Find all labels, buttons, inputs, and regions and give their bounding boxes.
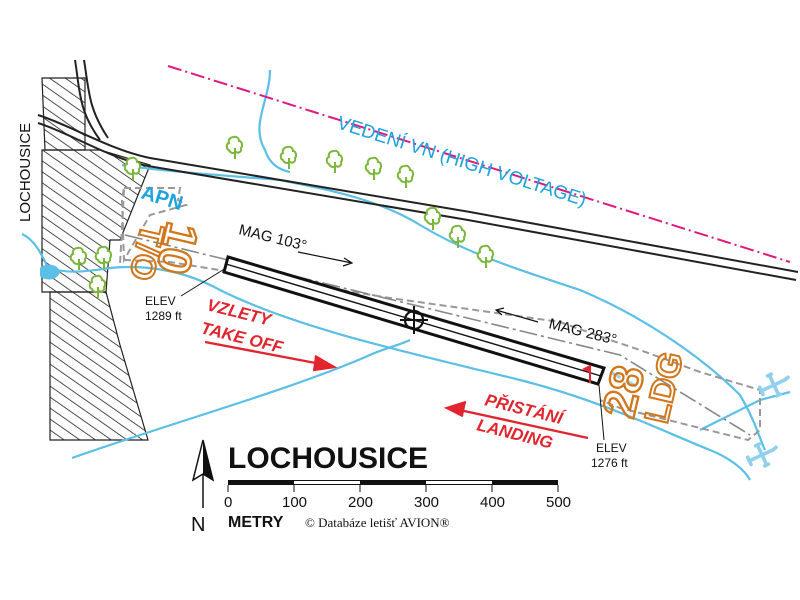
pond xyxy=(40,264,60,280)
tree-icon xyxy=(325,149,344,174)
high-voltage-line xyxy=(167,65,791,263)
windsock-icon xyxy=(582,365,591,383)
tree-icon xyxy=(423,206,442,231)
aerodrome-reference-point-icon xyxy=(400,306,428,334)
takeoff-indicator: VZLETY TAKE OFF xyxy=(199,295,338,372)
runway-designator-west-use: T/O xyxy=(121,220,171,284)
landing-arrow-icon xyxy=(443,400,589,440)
scale-unit: METRY xyxy=(228,514,284,531)
landing-indicator: PŘISTÁNÍ LANDING xyxy=(443,390,589,453)
scale-tick-label: 400 xyxy=(480,494,505,511)
copyright: © Databáze letišť AVION® xyxy=(305,515,450,530)
village-area xyxy=(41,77,151,441)
north-label: N xyxy=(191,514,205,536)
scale-bar xyxy=(227,480,559,492)
tree-icon xyxy=(476,244,495,269)
heading-east-label: MAG 283° xyxy=(547,315,618,348)
scale-tick-label: 200 xyxy=(348,494,373,511)
tree-icon xyxy=(448,224,467,249)
tree-icon xyxy=(279,145,298,170)
scale-tick-label: 300 xyxy=(414,494,439,511)
tree-icon xyxy=(364,156,383,181)
takeoff-label-en: TAKE OFF xyxy=(199,318,285,357)
roads xyxy=(37,59,799,281)
apron-label: APN xyxy=(139,182,186,215)
elevation-east-label: ELEV xyxy=(596,441,627,455)
heading-west-label: MAG 103° xyxy=(237,221,308,254)
elevation-west-leader xyxy=(180,267,227,297)
runway-designator-east-use: LDG xyxy=(638,348,691,426)
elevation-west-label: ELEV xyxy=(145,294,176,308)
scale-tick-label: 500 xyxy=(546,494,571,511)
watercourses xyxy=(21,69,791,481)
heading-east-arrow xyxy=(494,307,539,323)
scale-tick-label: 0 xyxy=(224,494,232,511)
scale-tick-label: 100 xyxy=(282,494,307,511)
village-label: LOCHOUSICE xyxy=(17,123,34,222)
elevation-east-leader xyxy=(598,384,605,441)
north-arrow-icon xyxy=(191,439,215,508)
tree-icon xyxy=(225,135,244,160)
elevation-west-value: 1289 ft xyxy=(145,309,182,323)
map-title: LOCHOUSICE xyxy=(228,442,428,475)
heading-west-arrow xyxy=(297,251,354,267)
takeoff-arrow-icon xyxy=(204,340,338,372)
scale-tick-labels: 0 100 200 300 400 500 xyxy=(224,494,571,511)
airfield-boundary xyxy=(119,187,761,442)
elevation-east-value: 1276 ft xyxy=(591,456,628,470)
runway-designator-west: 10 xyxy=(147,218,209,280)
tree-icon xyxy=(396,164,415,189)
